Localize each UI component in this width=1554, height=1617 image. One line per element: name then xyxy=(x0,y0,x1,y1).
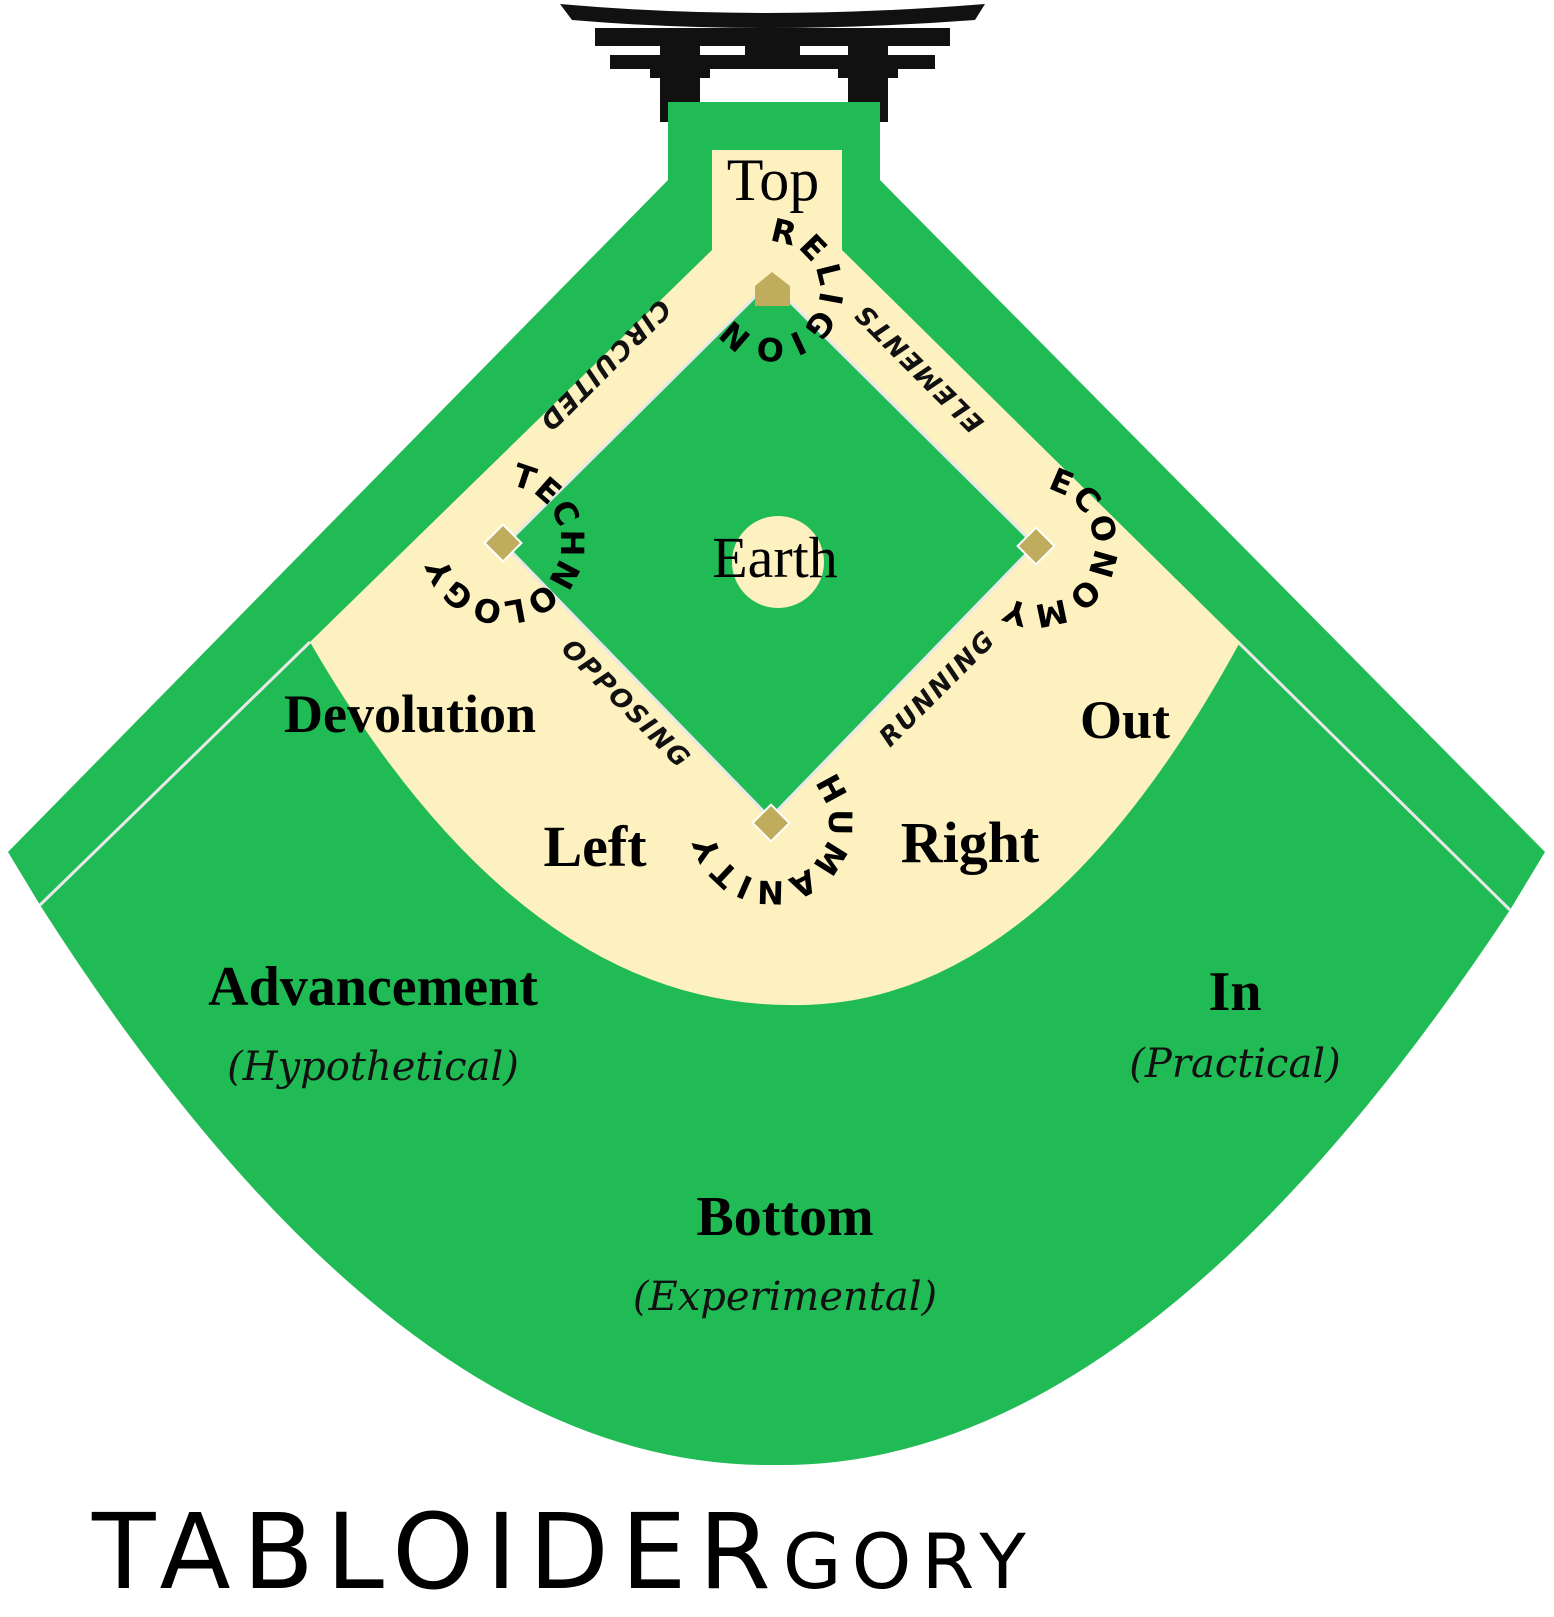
label-right: Right xyxy=(901,810,1040,875)
label-bottom: Bottom xyxy=(696,1186,873,1248)
label-devolution: Devolution xyxy=(284,684,536,744)
third-base xyxy=(483,523,523,563)
label-left: Left xyxy=(543,814,647,879)
label-earth: Earth xyxy=(712,525,838,590)
label-hypothetical: (Hypothetical) xyxy=(227,1044,519,1090)
label-out: Out xyxy=(1080,690,1170,750)
first-base xyxy=(1016,526,1056,566)
second-base xyxy=(751,803,791,843)
logo-suffix: GORY xyxy=(783,1517,1036,1606)
right-foul-line xyxy=(1236,640,1512,912)
home-plate xyxy=(755,272,790,306)
label-advancement: Advancement xyxy=(208,956,538,1018)
label-in: In xyxy=(1209,961,1262,1023)
label-top: Top xyxy=(727,147,819,213)
logo-tabloidergory: TABLOIDERGORY xyxy=(91,1491,1036,1613)
logo-main: TABLOIDER xyxy=(91,1491,783,1613)
left-foul-line xyxy=(38,640,312,907)
label-practical: (Practical) xyxy=(1129,1041,1340,1087)
label-experimental: (Experimental) xyxy=(633,1274,937,1320)
pitchers-mound xyxy=(732,516,824,608)
